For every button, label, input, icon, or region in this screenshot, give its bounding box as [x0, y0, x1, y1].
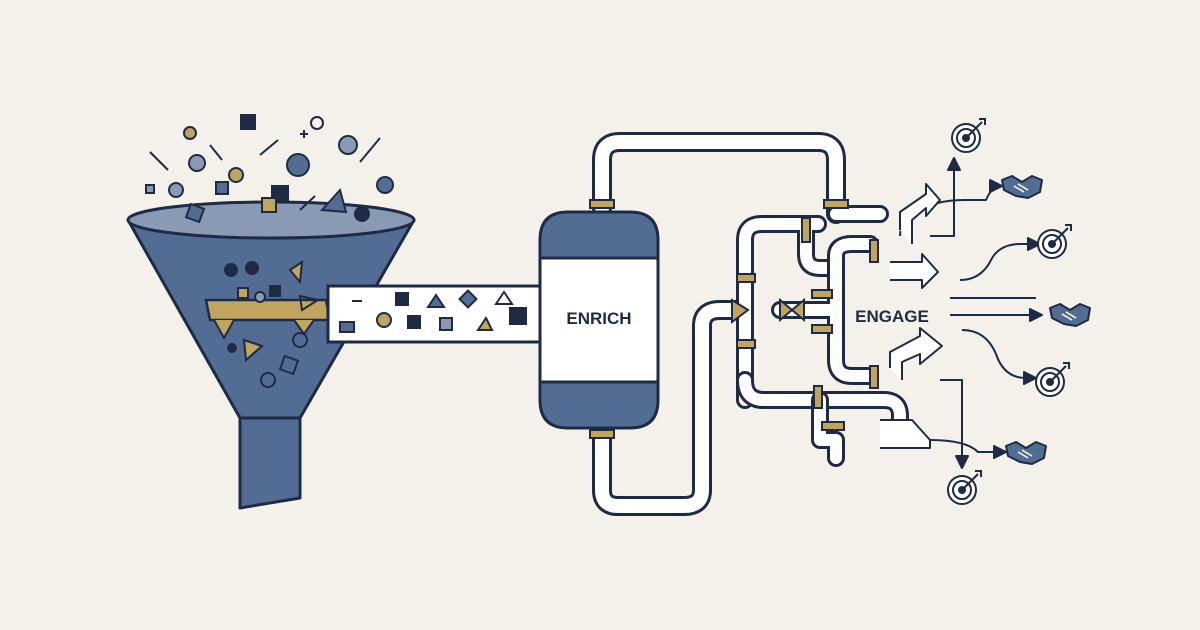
target-icon	[1037, 224, 1072, 259]
valves	[731, 297, 805, 324]
funnel-spout	[238, 416, 302, 510]
handshake-icon	[1001, 175, 1043, 199]
engage-label: ENGAGE	[855, 307, 929, 326]
handshake-icon	[1005, 441, 1047, 465]
target-icon	[951, 118, 986, 153]
valve-butterfly	[779, 297, 794, 323]
pipe-top-loop	[592, 132, 846, 224]
target-icon	[1035, 362, 1070, 397]
funneled-particles	[184, 202, 321, 388]
pipes	[592, 132, 909, 516]
conveyor-channel	[326, 284, 544, 344]
raw-data-particles	[145, 114, 394, 222]
handshake-icon	[1049, 303, 1091, 327]
funnel	[126, 200, 416, 510]
pipe-couplings	[589, 199, 879, 439]
output-arrows	[880, 157, 1043, 469]
valve-inlet	[731, 298, 750, 324]
enrich-label: ENRICH	[566, 309, 631, 328]
enrich-tank: ENRICH	[538, 210, 660, 430]
target-icon	[947, 470, 982, 505]
